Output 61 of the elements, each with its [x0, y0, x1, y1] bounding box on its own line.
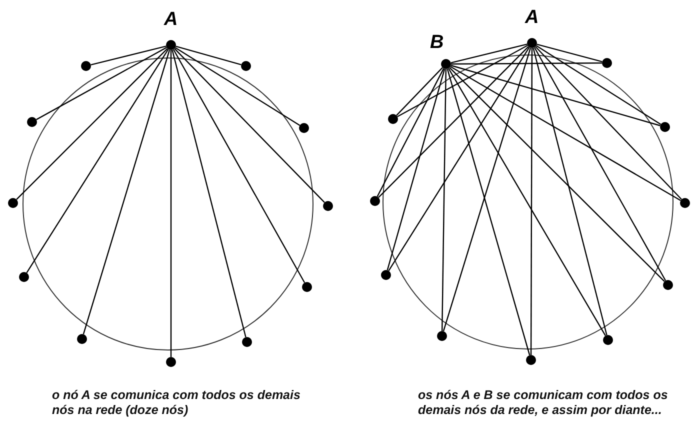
connector-line — [172, 50, 246, 338]
connector-line — [449, 67, 665, 282]
node-dot — [388, 114, 398, 124]
connector-line — [446, 68, 530, 356]
connector-line — [90, 46, 166, 66]
node-dot — [166, 357, 176, 367]
connector-line — [36, 46, 167, 120]
connector-line — [376, 68, 444, 197]
connector-line — [174, 47, 300, 126]
caption-text: os nós A e B se comunicam com todos os demais nós da rede, e assim por diante... — [418, 388, 669, 418]
node-dot — [323, 201, 333, 211]
node-letter: A — [164, 10, 178, 30]
connector-line — [536, 44, 602, 62]
node-dot — [527, 38, 537, 48]
connector-line — [16, 48, 168, 200]
node-dot — [27, 117, 37, 127]
connector-line — [451, 62, 602, 65]
node-dot — [437, 331, 447, 341]
node-dot — [8, 198, 18, 208]
node-dot — [166, 40, 176, 50]
connector-line — [534, 47, 666, 281]
connector-line — [536, 45, 662, 125]
connector-line — [442, 48, 532, 332]
connector-line — [532, 48, 608, 336]
connector-line — [176, 46, 242, 66]
connector-line — [386, 68, 446, 270]
caption-text: o nó A se comunica com todos os demais nós na rede (doze nós) — [52, 388, 302, 418]
node-dot — [370, 196, 380, 206]
connector-line — [396, 67, 443, 116]
node-letter: A — [525, 8, 539, 28]
node-dot — [602, 58, 612, 68]
connector-line — [450, 64, 660, 126]
node-dot — [441, 59, 451, 69]
connector-line — [397, 44, 528, 118]
node-dot — [663, 280, 673, 290]
node-dot — [680, 198, 690, 208]
connector-line — [450, 44, 528, 64]
connector-line — [26, 48, 169, 274]
node-dot — [302, 282, 312, 292]
node-letter: B — [430, 33, 444, 53]
node-dot — [381, 270, 391, 280]
connector-line — [530, 48, 533, 355]
connector-line — [441, 69, 447, 331]
node-dot — [77, 334, 87, 344]
node-dot — [242, 337, 252, 347]
node-dot — [603, 335, 613, 345]
connector-line — [82, 50, 170, 334]
connector-line — [535, 46, 682, 200]
node-dot — [299, 123, 309, 133]
connector-line — [448, 68, 606, 336]
node-dot — [660, 122, 670, 132]
connector-line — [450, 66, 681, 201]
connector-line — [170, 50, 172, 357]
connector-line — [378, 46, 529, 198]
node-dot — [241, 61, 251, 71]
connector-line — [172, 49, 306, 283]
node-dot — [19, 272, 29, 282]
node-dot — [81, 61, 91, 71]
connector-line — [174, 48, 325, 203]
connector-line — [388, 46, 530, 272]
node-dot — [526, 355, 536, 365]
